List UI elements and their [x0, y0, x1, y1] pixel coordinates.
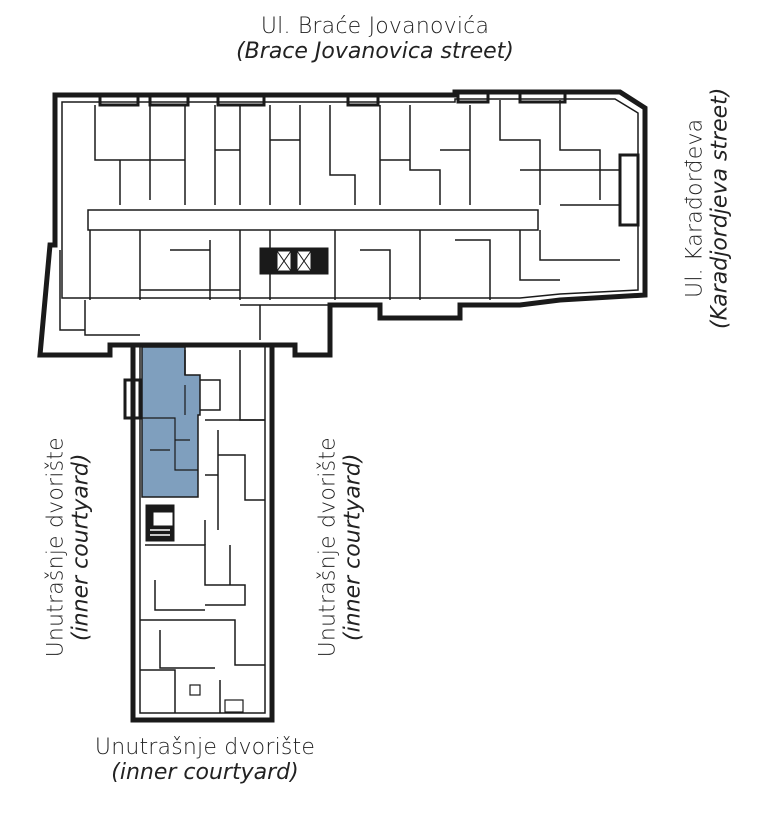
street-name-right: Ul. Karađorđeva	[682, 118, 708, 298]
street-label-right: Ul. Karađorđeva (Karadjordjeva street)	[683, 58, 734, 358]
courtyard-name-left: Unutrašnje dvorište	[43, 437, 69, 658]
elevator-core	[259, 247, 329, 275]
building-wing-horizontal	[37, 89, 648, 358]
courtyard-translation-bottom: (inner courtyard)	[111, 760, 299, 786]
highlighted-apartment[interactable]	[141, 346, 201, 498]
small-fixtures	[189, 684, 244, 713]
courtyard-label-bottom: Unutrašnje dvorište (inner courtyard)	[45, 735, 365, 786]
courtyard-name-inner: Unutrašnje dvorište	[315, 437, 341, 658]
courtyard-translation-left: (inner courtyard)	[69, 453, 94, 642]
courtyard-translation-inner: (inner courtyard)	[341, 453, 366, 642]
courtyard-label-left: Unutrašnje dvorište (inner courtyard)	[44, 417, 95, 677]
street-label-top: Ul. Braće Jovanovića (Brace Jovanovica s…	[200, 14, 550, 65]
room-partitions-lower	[140, 350, 265, 713]
room-partitions-upper	[59, 100, 620, 340]
building-wing-vertical	[123, 345, 275, 723]
courtyard-label-inner: Unutrašnje dvorište (inner courtyard)	[316, 417, 367, 677]
highlighted-apartment-partitions	[142, 385, 198, 471]
courtyard-name-bottom: Unutrašnje dvorište	[94, 735, 316, 760]
street-name-top: Ul. Braće Jovanovića	[260, 14, 490, 39]
street-translation-top: (Brace Jovanovica street)	[236, 39, 514, 65]
street-translation-right: (Karadjordjeva street)	[708, 87, 733, 329]
stairs-icon	[145, 504, 175, 542]
